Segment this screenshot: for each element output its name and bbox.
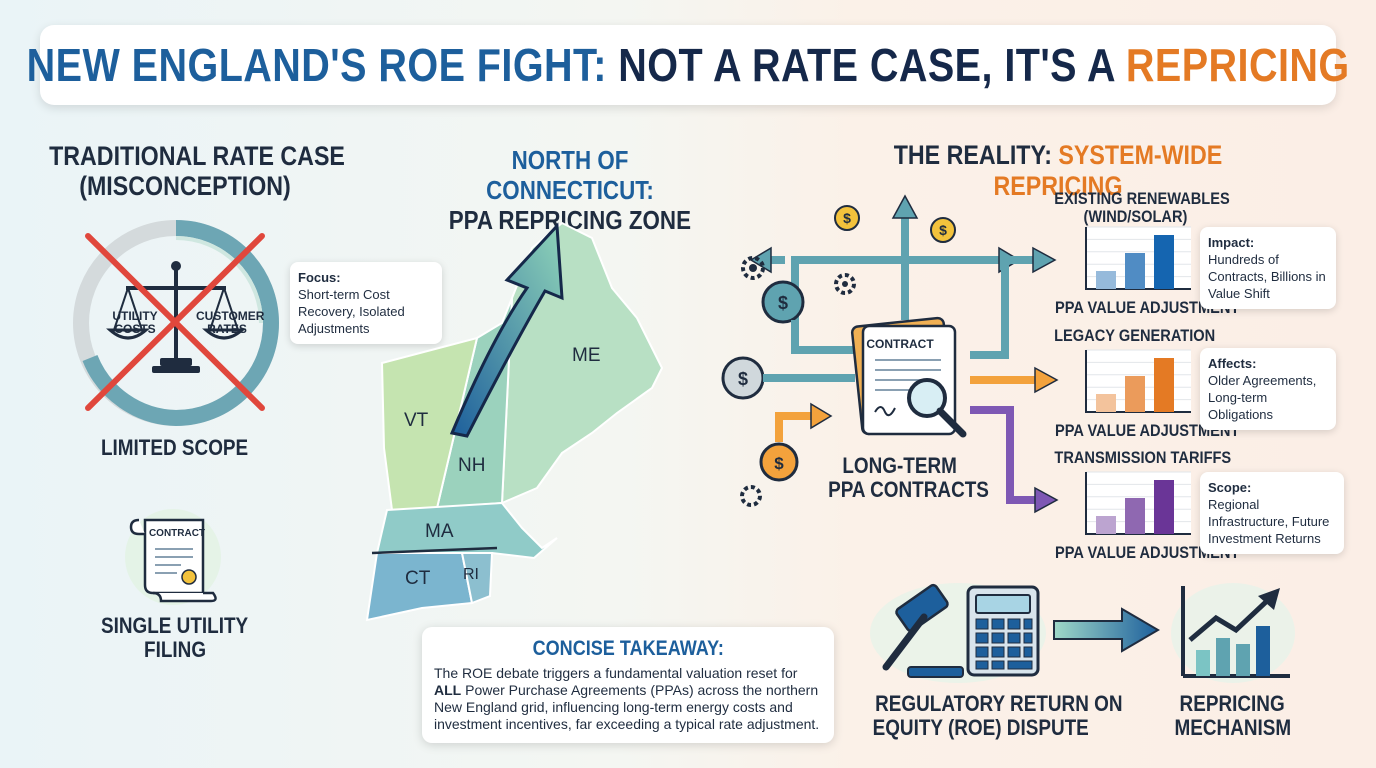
takeaway-text-bold: ALL — [434, 682, 462, 698]
focus-callout: Focus: Short-term Cost Recovery, Isolate… — [290, 262, 442, 344]
svg-text:$: $ — [778, 293, 788, 313]
title-part-1: NEW ENGLAND'S ROE FIGHT: — [26, 39, 607, 91]
row2-note-label: Affects: — [1208, 356, 1257, 371]
row1-bar-label: PPA VALUE ADJUSTMENT — [1040, 298, 1239, 318]
row3-bar-label: PPA VALUE ADJUSTMENT — [1040, 543, 1239, 563]
row2-title: LEGACY GENERATION — [1040, 326, 1230, 346]
single-filing-line1: SINGLE UTILITY — [101, 613, 249, 638]
reality-header-part2: SYSTEM-WIDE REPRICING — [993, 140, 1223, 201]
row3-note-text: Regional Infrastructure, Future Investme… — [1208, 497, 1330, 546]
state-label-ri: RI — [463, 566, 479, 583]
takeaway-text: The ROE debate triggers a fundamental va… — [434, 665, 822, 733]
repricing-mechanism-line2: MECHANISM — [1174, 715, 1291, 740]
svg-text:$: $ — [843, 210, 851, 226]
gavel-calculator-icon — [870, 583, 1046, 683]
row1-note-label: Impact: — [1208, 235, 1255, 250]
chart-bar — [1125, 253, 1145, 289]
single-filing-label: SINGLE UTILITY FILING — [75, 614, 275, 662]
new-england-map — [365, 221, 664, 622]
scale-left-label: UTILITY COSTS — [112, 309, 158, 336]
roe-label: REGULATORY RETURN ON EQUITY (ROE) DISPUT… — [855, 692, 1123, 740]
contract-scroll-icon — [125, 509, 221, 605]
hub-contract-label: CONTRACT — [866, 337, 934, 351]
state-ct — [365, 552, 474, 622]
map-header-line1: NORTH OF CONNECTICUT: — [486, 145, 654, 205]
row2-note-text: Older Agreements, Long-term Obligations — [1208, 373, 1317, 422]
traditional-header: TRADITIONAL RATE CASE (MISCONCEPTION) — [25, 141, 345, 201]
balance-scale-icon — [73, 220, 280, 427]
limited-scope-text: LIMITED SCOPE — [101, 435, 249, 460]
row1-bar-label-text: PPA VALUE ADJUSTMENT — [1055, 298, 1240, 317]
row2-note: Affects: Older Agreements, Long-term Obl… — [1200, 348, 1336, 430]
svg-text:$: $ — [738, 369, 748, 389]
chart-bar — [1154, 480, 1174, 534]
row3-note: Scope: Regional Infrastructure, Future I… — [1200, 472, 1344, 554]
reality-header-part1: THE REALITY: — [893, 140, 1052, 170]
focus-label: Focus: — [298, 270, 341, 285]
limited-scope-label: LIMITED SCOPE — [75, 436, 275, 460]
state-label-ma: MA — [425, 521, 454, 542]
row1-bar-chart — [1085, 226, 1191, 290]
state-label-ct: CT — [405, 568, 431, 589]
state-ri — [460, 552, 494, 605]
focus-text: Short-term Cost Recovery, Isolated Adjus… — [298, 287, 405, 336]
growth-chart-icon — [1171, 583, 1295, 683]
ppa-hub-diagram: $ $ $ $ $ — [721, 194, 1059, 514]
reality-header: THE REALITY: SYSTEM-WIDE REPRICING — [808, 140, 1308, 202]
chart-bar — [1096, 394, 1116, 412]
chart-bar — [1125, 498, 1145, 534]
chart-bar — [1125, 376, 1145, 412]
row1-title-line1: EXISTING RENEWABLES — [1054, 189, 1230, 208]
title-part-3: REPRICING — [1125, 39, 1350, 91]
repricing-mechanism-label: REPRICING MECHANISM — [1135, 692, 1330, 740]
row3-title-line1: TRANSMISSION TARIFFS — [1054, 448, 1232, 467]
row2-bar-label-text: PPA VALUE ADJUSTMENT — [1055, 421, 1240, 440]
traditional-header-line2: (MISCONCEPTION) — [79, 171, 291, 201]
traditional-header-line1: TRADITIONAL RATE CASE — [49, 141, 345, 171]
title-part-2: NOT A RATE CASE, IT'S A — [618, 39, 1115, 91]
svg-text:$: $ — [939, 222, 947, 238]
flow-arrow-icon — [1053, 607, 1160, 653]
repricing-arrow — [449, 222, 564, 438]
row1-title-line2: (WIND/SOLAR) — [1083, 207, 1187, 226]
roe-label-line1: REGULATORY RETURN ON — [875, 691, 1123, 716]
hub-label: LONG-TERM PPA CONTRACTS — [815, 453, 989, 502]
takeaway-text-pre: The ROE debate triggers a fundamental va… — [434, 665, 798, 681]
row2-bar-label: PPA VALUE ADJUSTMENT — [1040, 421, 1239, 441]
state-label-me: ME — [572, 345, 601, 366]
row3-bar-chart — [1085, 471, 1191, 535]
hub-label-line2: PPA CONTRACTS — [828, 477, 989, 502]
takeaway-box: CONCISE TAKEAWAY: The ROE debate trigger… — [422, 627, 834, 743]
row1-note-text: Hundreds of Contracts, Billions in Value… — [1208, 252, 1326, 301]
takeaway-text-post: Power Purchase Agreements (PPAs) across … — [434, 682, 820, 732]
chart-bar — [1154, 235, 1174, 289]
row1-note: Impact: Hundreds of Contracts, Billions … — [1200, 227, 1336, 309]
state-label-vt: VT — [404, 410, 429, 431]
row3-title: TRANSMISSION TARIFFS — [1040, 448, 1232, 468]
hub-label-line1: LONG-TERM — [842, 453, 958, 478]
chart-bar — [1096, 516, 1116, 534]
row2-bar-chart — [1085, 349, 1191, 413]
state-label-nh: NH — [458, 455, 486, 476]
title-banner: NEW ENGLAND'S ROE FIGHT: NOT A RATE CASE… — [27, 25, 1349, 105]
roe-label-line2: EQUITY (ROE) DISPUTE — [872, 715, 1089, 740]
takeaway-title: CONCISE TAKEAWAY: — [532, 637, 724, 660]
chart-bar — [1096, 271, 1116, 289]
map-header: NORTH OF CONNECTICUT: PPA REPRICING ZONE — [420, 145, 720, 235]
row2-title-line1: LEGACY GENERATION — [1054, 326, 1216, 345]
single-filing-line2: FILING — [143, 637, 206, 662]
filing-contract-label: CONTRACT — [148, 528, 206, 539]
row3-bar-label-text: PPA VALUE ADJUSTMENT — [1055, 543, 1240, 562]
chart-bar — [1154, 358, 1174, 412]
svg-text:$: $ — [774, 454, 784, 473]
row3-note-label: Scope: — [1208, 480, 1252, 495]
scale-right-label: CUSTOMER RATES — [196, 309, 265, 336]
row1-title: EXISTING RENEWABLES (WIND/SOLAR) — [1040, 190, 1230, 226]
repricing-mechanism-line1: REPRICING — [1179, 691, 1286, 716]
